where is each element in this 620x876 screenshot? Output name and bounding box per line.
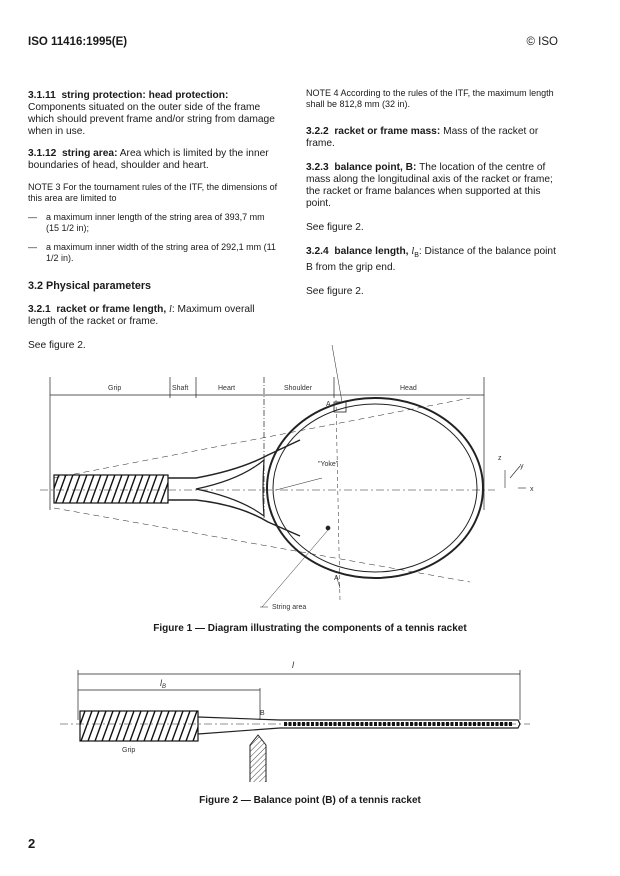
- leader-line: [331, 344, 343, 403]
- term: balance length,: [334, 246, 409, 257]
- envelope-line: [53, 397, 471, 479]
- racket-heart: [195, 458, 265, 518]
- label-shaft: Shaft: [172, 385, 188, 392]
- section-heading: 3.2 Physical parameters: [28, 280, 152, 292]
- term: racket or frame length,: [56, 304, 167, 315]
- label-l: l: [292, 660, 295, 670]
- definition-text: The location of the centre of mass along…: [306, 162, 553, 209]
- definition-3-2-3: 3.2.3 balance point, B: The location of …: [306, 162, 558, 210]
- label-string-area: String area: [272, 604, 306, 611]
- list-item: —a maximum inner length of the string ar…: [28, 212, 265, 233]
- racket-head-inner: [272, 403, 478, 573]
- definition-text: Area which is limited by the inner bound…: [28, 148, 269, 171]
- label-axis-x: x: [530, 486, 534, 493]
- section-line: [335, 399, 341, 601]
- page-number: 2: [28, 836, 36, 851]
- definition-3-2-2: 3.2.2 racket or frame mass: Mass of the …: [306, 126, 558, 150]
- definition-3-1-12: 3.1.12 string area: Area which is limite…: [28, 148, 278, 172]
- racket-head-outer: [266, 397, 484, 579]
- yoke-leader: [275, 477, 323, 491]
- definition-text: Mass of the racket or frame.: [306, 126, 539, 149]
- envelope-line: [53, 507, 471, 583]
- header-iso-mark: © ISO: [526, 36, 558, 48]
- header-standard-id: ISO 11416:1995(E): [28, 36, 128, 48]
- section-marker: [335, 574, 341, 589]
- symbol-subscript: B: [414, 252, 419, 260]
- string-area-leader: [261, 529, 329, 608]
- clause-number: 3.1.11: [28, 90, 56, 101]
- term: string protection: head protection:: [61, 90, 229, 101]
- symbol: l: [411, 246, 415, 257]
- label-grip: Grip: [108, 385, 121, 392]
- definition-text: : Maximum overall length of the racket o…: [28, 304, 255, 327]
- figure-2-diagram: [60, 670, 530, 782]
- figure-reference: See figure 2.: [306, 286, 364, 298]
- term: racket or frame mass:: [334, 126, 441, 137]
- figure-reference: See figure 2.: [306, 222, 364, 233]
- term: balance point, B:: [334, 162, 417, 173]
- figure-reference: See figure 2.: [28, 340, 86, 351]
- clause-number: 3.2.1: [28, 304, 51, 315]
- note-4: NOTE 4 According to the rules of the ITF…: [306, 88, 554, 109]
- definition-text: : Distance of the balance point B from t…: [306, 246, 556, 274]
- figure-2-caption: Figure 2 — Balance point (B) of a tennis…: [199, 795, 421, 806]
- note-3: NOTE 3 For the tournament rules of the I…: [28, 182, 278, 203]
- definition-3-2-4: 3.2.4 balance length, lB: Distance of th…: [306, 246, 558, 274]
- definition-3-1-11: 3.1.11 string protection: head protectio…: [28, 90, 278, 138]
- string-area-point: [325, 525, 331, 531]
- y-axis: [509, 465, 521, 479]
- figure-1-caption: Figure 1 — Diagram illustrating the comp…: [153, 623, 467, 634]
- grip-shape-side: [79, 710, 199, 742]
- label-section-a-top: A: [326, 401, 331, 408]
- clause-number: 3.2.3: [306, 162, 329, 173]
- right-column: NOTE 4 According to the rules of the ITF…: [306, 88, 558, 298]
- label-shoulder: Shoulder: [284, 385, 313, 392]
- label-head: Head: [400, 385, 417, 392]
- grip-shape: [53, 474, 169, 504]
- label-axis-y: y: [520, 463, 524, 470]
- label-axis-z: z: [498, 455, 502, 462]
- racket-throat-upper: [168, 439, 301, 479]
- label-grip: Grip: [122, 747, 135, 754]
- racket-throat-lower: [168, 499, 301, 537]
- symbol: l: [169, 304, 172, 315]
- term: string area:: [62, 148, 118, 159]
- label-lb: lB: [160, 678, 166, 690]
- definition-3-2-1: 3.2.1 racket or frame length, l: Maximum…: [28, 304, 278, 328]
- label-heart: Heart: [218, 385, 235, 392]
- fulcrum: [249, 734, 267, 782]
- clause-number: 3.1.12: [28, 148, 57, 159]
- list-item: —a maximum inner width of the string are…: [28, 242, 276, 263]
- clause-number: 3.2.2: [306, 126, 329, 137]
- clause-number: 3.2.4: [306, 246, 329, 257]
- label-yoke: "Yoke": [318, 461, 339, 468]
- left-column: 3.1.11 string protection: head protectio…: [28, 90, 278, 352]
- label-section-a-bottom: A: [334, 575, 339, 582]
- definition-text: Components situated on the outer side of…: [28, 102, 275, 137]
- label-b: B: [260, 710, 265, 717]
- section-marker: [333, 401, 347, 413]
